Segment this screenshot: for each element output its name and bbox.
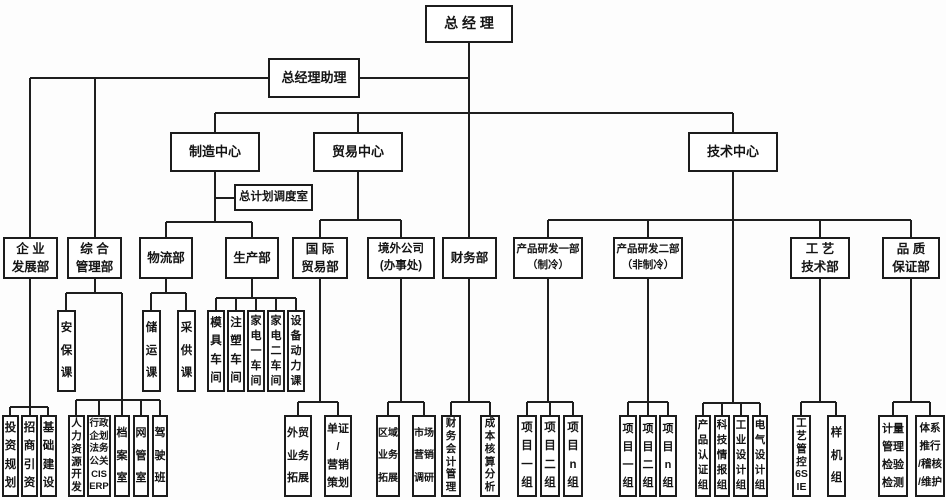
org-node-archives-room: 档案室 xyxy=(114,415,130,497)
org-node-injection-workshop: 注塑车间 xyxy=(227,310,245,392)
org-node-marketing-research: 市场营销调研 xyxy=(412,415,436,497)
org-node-metrology-inspection-testing: 计量管理检验检测 xyxy=(878,415,908,497)
org-node-rd1-project-group-2: 项目二组 xyxy=(540,415,560,497)
org-node-financial-accounting-mgmt: 财务会计管理 xyxy=(441,415,461,497)
org-node-dept-intl-trade: 国 际贸易部 xyxy=(292,237,348,279)
org-node-rd2-project-group-1: 项目一组 xyxy=(619,415,637,497)
org-node-dept-rd1: 产品研发一部（制冷） xyxy=(513,237,583,279)
org-node-appliance-workshop-2: 家电二车间 xyxy=(267,310,285,392)
org-node-cost-accounting-analysis: 成本核算分析 xyxy=(480,415,500,497)
org-node-investment-attraction: 招商引资 xyxy=(21,415,38,497)
org-node-dept-production: 生产部 xyxy=(225,237,279,279)
org-node-regional-business-expansion: 区域业务拓展 xyxy=(376,415,400,497)
org-node-documentation-marketing: 单证/营销策划 xyxy=(324,415,352,497)
org-node-product-certification-group: 产品认证组 xyxy=(695,415,711,497)
org-node-dept-finance: 财务部 xyxy=(442,237,497,279)
org-node-foreign-trade-expansion: 外贸业务拓展 xyxy=(284,415,312,497)
org-node-gm: 总 经 理 xyxy=(425,5,513,43)
org-node-network-mgmt-room: 网管室 xyxy=(133,415,149,497)
org-node-investment-planning: 投资规划 xyxy=(2,415,19,497)
org-node-purchasing-supply-section: 采供课 xyxy=(177,310,196,392)
org-node-dept-enterprise-dev: 企 业发展部 xyxy=(3,237,58,279)
org-node-dept-process-tech: 工 艺技术部 xyxy=(790,237,850,279)
org-node-rd2-project-group-2: 项目二组 xyxy=(639,415,657,497)
org-node-equipment-power-section: 设备动力课 xyxy=(287,310,305,392)
org-node-prototype-group: 样机组 xyxy=(827,415,846,497)
org-node-security-section: 安保课 xyxy=(57,310,76,392)
org-node-dept-overseas: 境外公司(办事处) xyxy=(367,237,435,279)
org-node-storage-transport-section: 储运课 xyxy=(142,310,161,392)
org-node-appliance-workshop-1: 家电一车间 xyxy=(247,310,265,392)
org-node-scitech-intelligence-group: 科技情报组 xyxy=(714,415,730,497)
org-node-tech-center: 技术中心 xyxy=(688,132,778,172)
org-node-electrical-design-group: 电气设计组 xyxy=(752,415,768,497)
org-node-industrial-design-group: 工业设计组 xyxy=(733,415,749,497)
org-node-planning-office: 总计划调度室 xyxy=(234,184,313,211)
org-node-rd1-project-group-1: 项目一组 xyxy=(517,415,537,497)
org-node-trade-center: 贸易中心 xyxy=(313,132,403,172)
org-node-system-implementation-audit: 体系推行/稽核/维护 xyxy=(915,415,945,497)
org-node-drivers-team: 驾驶班 xyxy=(152,415,168,497)
org-node-gm-assistant: 总经理助理 xyxy=(268,58,360,98)
org-node-dept-logistics: 物流部 xyxy=(139,237,193,279)
org-node-mfg-center: 制造中心 xyxy=(170,132,260,172)
org-node-dept-rd2: 产品研发二部（非制冷） xyxy=(613,237,683,279)
org-node-infrastructure: 基础建设 xyxy=(40,415,57,497)
org-node-dept-general-mgmt: 综 合管理部 xyxy=(67,237,122,279)
org-node-hr-development: 人力资源开发 xyxy=(68,415,85,497)
org-node-dept-qa: 品 质保证部 xyxy=(882,237,940,279)
org-node-mold-workshop: 模具车间 xyxy=(207,310,225,392)
